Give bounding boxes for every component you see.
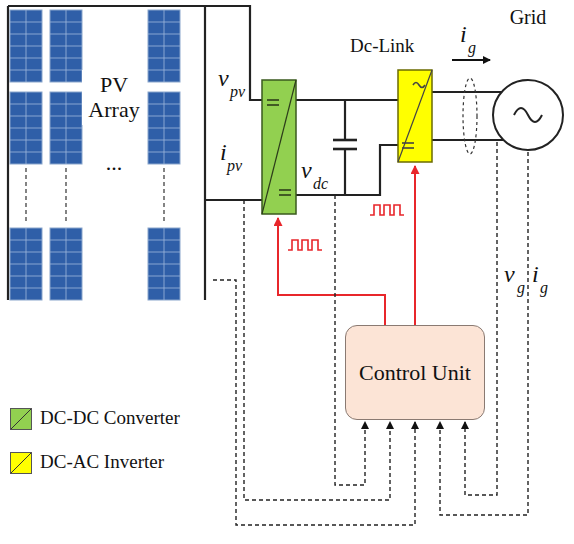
signal-name: i <box>532 262 539 286</box>
pwm-lines <box>278 166 415 325</box>
signal-name: v <box>301 158 312 182</box>
signal-name: i <box>460 22 467 46</box>
panel-continuation <box>26 168 164 224</box>
grid-title: Grid <box>490 6 566 29</box>
dc-link-capacitor <box>333 140 357 149</box>
grid-source: Grid <box>490 6 566 152</box>
dc-ac-inverter <box>398 70 432 162</box>
legend-symbol <box>11 409 31 429</box>
signal-name: i <box>220 140 227 164</box>
legend-symbol <box>11 453 31 473</box>
signal-subscript: pv <box>227 158 242 174</box>
signal-name: v <box>218 66 229 90</box>
legend-swatch <box>10 408 32 430</box>
pv-panels <box>10 10 180 300</box>
array-title: PV Array <box>82 70 146 125</box>
signal-name: v <box>504 262 515 286</box>
sensing-lines <box>244 142 497 500</box>
legend-swatch <box>10 452 32 474</box>
pv-array: PV Array... <box>8 0 213 300</box>
unit-title: Control Unit <box>359 360 471 386</box>
current-arrow <box>452 59 490 61</box>
dc-dc-converter <box>262 80 296 214</box>
control-unit: Control Unit <box>345 325 485 420</box>
signal-subscript: g <box>540 280 548 296</box>
part-name: Dc-Link <box>350 36 414 55</box>
signal-subscript: g <box>517 280 525 296</box>
ellipsis: ... <box>96 150 132 176</box>
legend-text: DC-DC Converter <box>40 407 180 429</box>
pwm-pulse-symbol <box>288 205 404 250</box>
power-wires <box>8 6 503 300</box>
signal-subscript: g <box>468 40 476 56</box>
signal-subscript: pv <box>230 84 245 100</box>
legend-text: DC-AC Inverter <box>40 451 164 473</box>
signal-subscript: dc <box>313 176 328 192</box>
current-sensor <box>463 78 477 154</box>
